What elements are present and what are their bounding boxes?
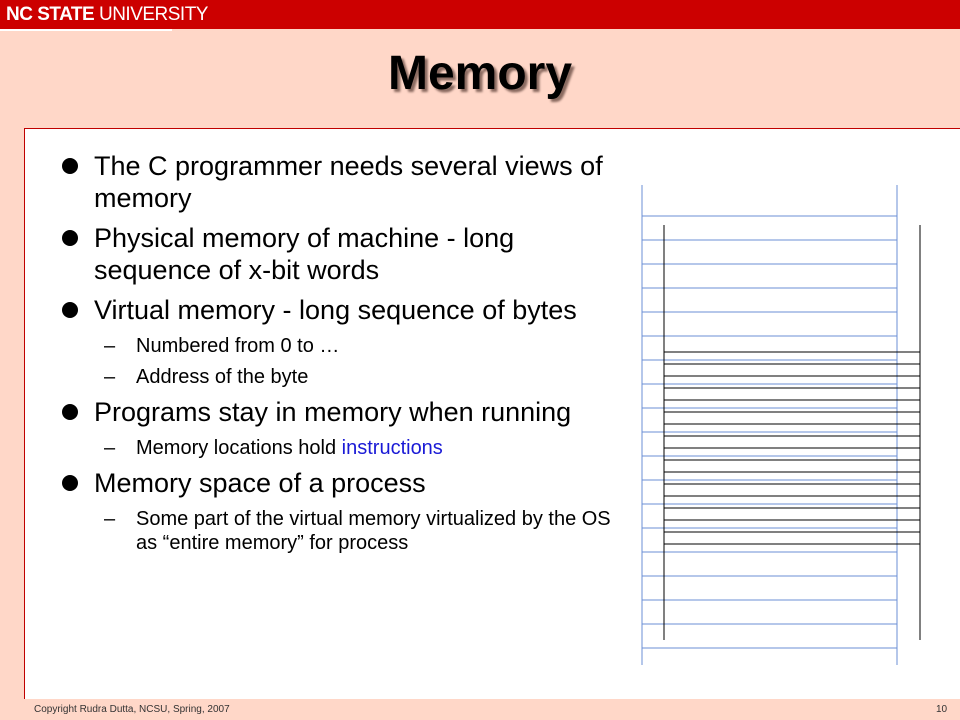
sub-bullet-item: –Some part of the virtual memory virtual… — [60, 507, 620, 555]
bullet-text: Address of the byte — [136, 366, 309, 388]
bullet-text: Numbered from 0 to … — [136, 335, 340, 357]
bullet-text: The C programmer needs several views of … — [94, 151, 603, 213]
bullet-text: Memory space of a process — [94, 468, 426, 498]
logo-bold-text: NC STATE — [6, 4, 95, 25]
content-panel — [24, 128, 960, 699]
bullet-list: The C programmer needs several views of … — [60, 150, 620, 562]
bullet-text: Physical memory of machine - long sequen… — [94, 223, 515, 285]
sub-bullet-dash: – — [104, 437, 116, 459]
bullet-item: Physical memory of machine - long sequen… — [60, 222, 620, 286]
slide-title: Memory — [387, 47, 573, 100]
bullet-text: Programs stay in memory when running — [94, 397, 572, 427]
bullet-text: Some part of the virtual memory virtuali… — [136, 508, 611, 554]
sub-bullet-item: –Memory locations hold instructions — [60, 436, 620, 460]
bullet-highlight-text: instructions — [341, 437, 443, 459]
page-number: 10 — [936, 704, 948, 715]
footer-copyright: Copyright Rudra Dutta, NCSU, Spring, 200… — [34, 704, 230, 715]
bullet-text: Memory locations hold — [136, 437, 342, 459]
sub-bullet-item: –Address of the byte — [60, 365, 620, 389]
logo-rest-text: UNIVERSITY — [94, 4, 209, 25]
memory-grid-diagram — [641, 185, 921, 665]
bullet-text: Virtual memory - long sequence of bytes — [94, 295, 577, 325]
sub-bullet-dash: – — [104, 366, 116, 388]
bullet-item: Virtual memory - long sequence of bytes — [60, 294, 620, 326]
logo-underline — [0, 29, 172, 31]
bullet-item: The C programmer needs several views of … — [60, 150, 620, 214]
sub-bullet-dash: – — [104, 508, 116, 530]
university-logo: NC STATE UNIVERSITY — [0, 0, 208, 29]
bullet-item: Memory space of a process — [60, 467, 620, 499]
bullet-item: Programs stay in memory when running — [60, 396, 620, 428]
sub-bullet-dash: – — [104, 335, 116, 357]
sub-bullet-item: –Numbered from 0 to … — [60, 334, 620, 358]
